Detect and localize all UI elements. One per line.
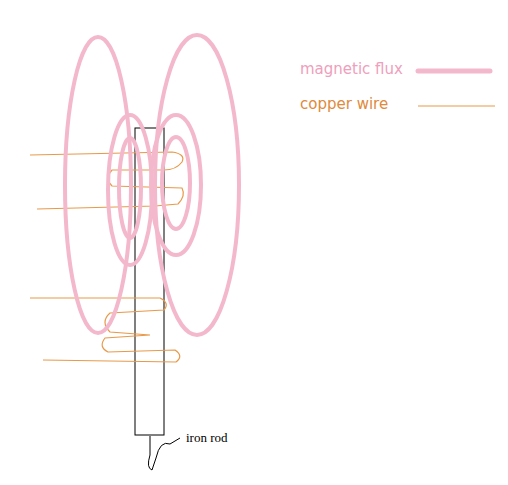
magnetic-flux: [65, 35, 239, 335]
legend-sample: [418, 105, 495, 106]
leader-line: [148, 436, 180, 470]
legend-sample: [418, 69, 490, 74]
legend-text: copper wire: [300, 95, 388, 113]
part-label: iron rod: [186, 430, 228, 446]
legend-text: magnetic flux: [300, 60, 403, 78]
